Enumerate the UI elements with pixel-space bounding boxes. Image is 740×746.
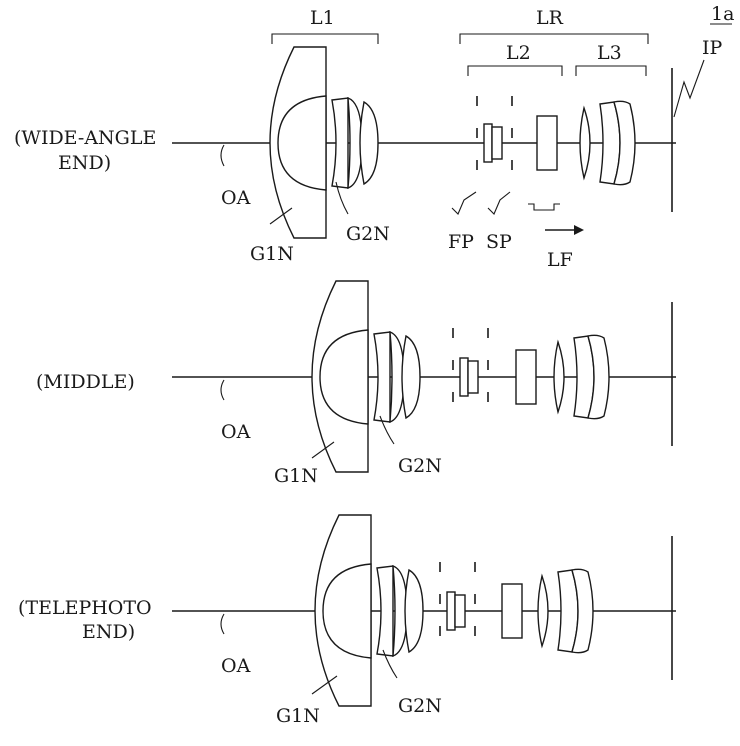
lf-arrow-head xyxy=(574,225,584,235)
g2n-label: G2N xyxy=(398,455,442,477)
oa-label: OA xyxy=(221,421,251,443)
oa-label: OA xyxy=(221,187,251,209)
g2n-label: G2N xyxy=(346,223,390,245)
lens-l2-b xyxy=(454,594,466,628)
lens-lf xyxy=(501,583,523,639)
g1n-label: G1N xyxy=(276,705,320,727)
l3-label: L3 xyxy=(597,42,622,64)
lens-lf xyxy=(536,115,558,171)
lens-l3-1 xyxy=(579,105,591,181)
state-label-middle: (MIDDLE) xyxy=(36,371,135,393)
g2n-leader xyxy=(382,649,398,679)
lens-g2n-2 xyxy=(389,330,405,424)
oa-leader xyxy=(220,613,225,635)
panel-middle: (MIDDLE) OA G1N G2N xyxy=(36,280,676,487)
lens-g2n-3 xyxy=(401,334,421,420)
g1n-leader xyxy=(311,675,338,695)
lens-lf xyxy=(515,349,537,405)
lf-label: LF xyxy=(547,249,573,271)
lens-l3-3 xyxy=(587,334,610,420)
panel-telephoto: (TELEPHOTO END) OA G1N G2N xyxy=(18,514,676,727)
g1n-leader xyxy=(269,207,293,225)
g1n-label: G1N xyxy=(274,465,318,487)
g2n-leader xyxy=(379,415,395,445)
oa-leader xyxy=(220,379,225,401)
lens-g2n-3 xyxy=(359,100,379,186)
lens-l2-b xyxy=(491,126,503,160)
lens-g2n-3 xyxy=(404,568,424,654)
l1-bracket xyxy=(271,33,379,44)
lens-l3-3 xyxy=(571,568,594,654)
lr-bracket xyxy=(459,33,649,44)
lens-l3-1 xyxy=(537,573,549,649)
g2n-leader xyxy=(335,181,349,215)
g2n-label: G2N xyxy=(398,695,442,717)
g1n-label: G1N xyxy=(250,243,294,265)
ip-label: IP xyxy=(702,37,723,59)
lr-label: LR xyxy=(536,7,564,29)
oa-leader xyxy=(220,144,225,167)
lens-l2-a xyxy=(446,591,456,631)
state-label-wide-line1: (WIDE-ANGLE xyxy=(14,127,156,149)
state-label-tele-line2: END) xyxy=(82,621,135,643)
lens-g2n-2 xyxy=(347,96,363,190)
panel-wide-angle: (WIDE-ANGLE END) IP OA L1 LR L2 L3 G1N G xyxy=(14,7,723,271)
fp-label: FP xyxy=(448,231,474,253)
oa-label: OA xyxy=(221,655,251,677)
state-label-tele-line1: (TELEPHOTO xyxy=(18,597,152,619)
fp-leader xyxy=(451,191,477,215)
ip-leader xyxy=(673,59,705,118)
lens-l2-a xyxy=(483,123,493,163)
l1-label: L1 xyxy=(310,7,335,29)
g1n-leader xyxy=(311,441,335,459)
lens-l2-a xyxy=(459,357,469,397)
lf-bracket xyxy=(528,203,560,211)
state-label-wide-line2: END) xyxy=(58,152,111,174)
lens-g1n-inner xyxy=(319,329,369,425)
l2-label: L2 xyxy=(506,42,531,64)
l2-bracket xyxy=(467,65,563,76)
figure-id: 1a xyxy=(711,3,734,25)
lens-l3-3 xyxy=(613,100,636,186)
lens-l3-1 xyxy=(553,339,565,415)
lens-g1n-inner xyxy=(322,563,372,659)
lens-l2-b xyxy=(467,360,479,394)
lens-g1n-inner xyxy=(277,95,327,191)
sp-leader xyxy=(487,191,511,215)
lens-g2n-2 xyxy=(392,564,408,658)
lens-g2n-1 xyxy=(331,97,349,189)
sp-label: SP xyxy=(486,231,512,253)
l3-bracket xyxy=(575,65,647,76)
